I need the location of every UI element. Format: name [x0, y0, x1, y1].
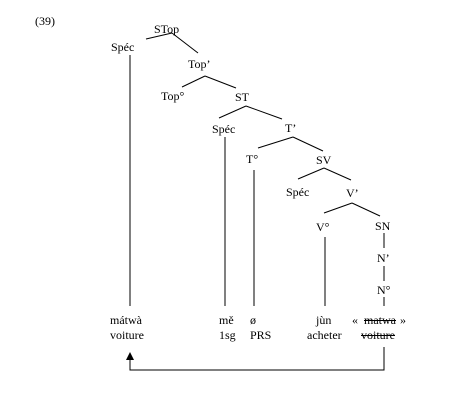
node-n-head: N° [377, 283, 391, 297]
branch-sv-left [297, 167, 325, 180]
branch-stop-right [171, 32, 199, 54]
node-sn: SN [375, 219, 391, 233]
gloss-voiture: voiture [110, 328, 144, 342]
branch-vbar-right [351, 202, 381, 217]
word-matwa-copy: matwa [364, 313, 396, 327]
branch-st-left [218, 105, 247, 119]
branch-sv-right [323, 167, 352, 181]
branch-topbar-right [204, 75, 237, 89]
node-sv: SV [316, 153, 332, 167]
node-n-bar: N’ [377, 251, 390, 265]
node-top-head: Top° [161, 89, 185, 103]
word-jun: jùn [316, 313, 332, 327]
word-quote-open: « [352, 313, 358, 327]
gloss-acheter: acheter [307, 328, 342, 342]
node-spec-v: Spéc [286, 185, 310, 199]
word-me: mě [219, 313, 234, 327]
gloss-prs: PRS [250, 328, 272, 342]
word-null: ø [250, 313, 256, 327]
node-spec-top: Spéc [111, 40, 135, 54]
branch-topbar-left [181, 75, 206, 88]
movement-arrow-line [129, 347, 385, 371]
branch-stop-left [145, 32, 173, 40]
gloss-1sg: 1sg [219, 328, 236, 342]
node-t-head: T° [246, 152, 259, 166]
branch-tbar-right [292, 136, 324, 152]
example-number: (39) [35, 14, 55, 28]
node-top-bar: Top’ [188, 57, 211, 71]
node-t-bar: T’ [285, 121, 297, 135]
node-v-head: V° [316, 220, 330, 234]
gloss-voiture-copy: voiture [361, 328, 395, 342]
movement-arrowhead [126, 352, 134, 360]
branch-vbar-left [323, 202, 353, 214]
word-matwa: mátwà [110, 313, 142, 327]
branch-st-right [245, 105, 283, 120]
node-v-bar: V’ [346, 186, 359, 200]
node-spec-t: Spéc [212, 122, 236, 136]
word-quote-close: » [400, 313, 406, 327]
branch-tbar-left [257, 136, 294, 149]
node-st: ST [235, 90, 250, 104]
node-stop: STop [154, 22, 180, 36]
